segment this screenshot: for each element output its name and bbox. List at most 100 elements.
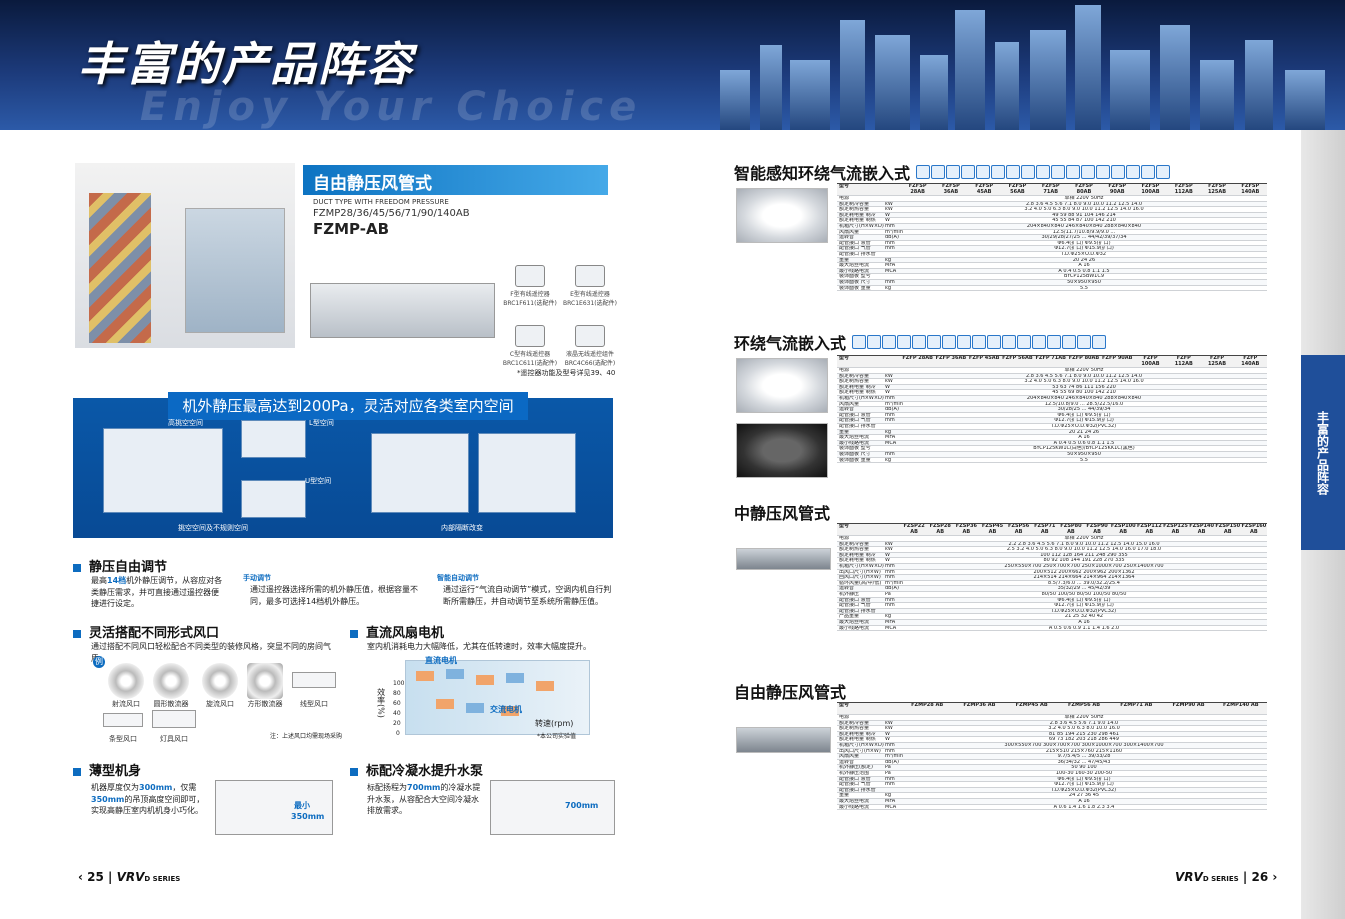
- chart-ytick: 20: [393, 720, 401, 727]
- chart-tile: [501, 706, 519, 716]
- row-values: Φ6.4(扩口) Φ9.5(扩口): [1057, 776, 1111, 782]
- pressure-caption: 挑空空间及不规则空间: [178, 524, 248, 532]
- row-label: 电源: [839, 196, 850, 201]
- model-header-cell: FZMP36 AB: [963, 703, 996, 708]
- row-unit: mm: [885, 742, 895, 748]
- model-header-cell: FZFP 71AB: [1035, 356, 1066, 361]
- banner-subtitle: Enjoy Your Choice: [140, 84, 643, 130]
- row-unit: kg: [885, 285, 892, 291]
- row-label: 额定制冷容量: [839, 201, 870, 207]
- row-label: 机箱尺寸(H×W×D): [839, 395, 884, 401]
- vent-label: 条型风口: [109, 735, 137, 743]
- model-header-cell: FZSP90 AB: [1086, 524, 1108, 535]
- row-values: A 0.4 0.5 0.8 1.1 1.5: [1058, 268, 1110, 274]
- vent-label: 灯具风口: [160, 735, 188, 743]
- product-code: FZMP-AB: [313, 220, 390, 238]
- row-values: A 16: [1078, 798, 1090, 804]
- cassette-unit-image: [736, 188, 828, 243]
- outlets-note: 注：上述风口均需现场采购: [270, 733, 343, 740]
- row-values: 21 25 32 40 42: [1064, 614, 1104, 620]
- section-title: 自由静压风管式: [734, 683, 847, 702]
- row-values: 69 73 182 203 218 286 449: [1049, 737, 1119, 743]
- banner-title: 丰富的产品阵容: [78, 37, 414, 91]
- row-unit: [885, 536, 901, 541]
- model-header-cell: FZSP150 AB: [1215, 524, 1241, 535]
- pressure-panel: 机外静压最高达到200Pa，灵活对应各类室内空间 高挑空空间 L型空间 U型空间…: [73, 392, 613, 538]
- row-label: 最小线路电流: [839, 268, 870, 274]
- model-header-cell: FZSP71 AB: [1034, 524, 1056, 535]
- spec-title: 自由静压风管式: [734, 682, 1269, 702]
- duct-unit-image: [736, 727, 831, 753]
- chart-ytick: 60: [393, 700, 401, 707]
- row-unit: m³/min: [885, 754, 903, 760]
- row-unit: kW: [885, 207, 893, 213]
- row-unit: dB(A): [885, 407, 899, 413]
- row-label: 风扇风量: [839, 229, 860, 235]
- model-header-cell: FZSP36 AB: [955, 524, 977, 535]
- row-values: 5.5: [1080, 457, 1088, 463]
- table-row: 电源单相 220V 50Hz: [837, 715, 1267, 721]
- cassette-unit-white-image: [736, 358, 828, 413]
- row-unit: MCA: [885, 268, 897, 274]
- row-unit: m³/min: [885, 580, 903, 586]
- thin-dim-label: 最小: [294, 801, 310, 810]
- row-values: Φ12.7(扩口) Φ15.9(扩口): [1054, 603, 1114, 609]
- row-values: I.D.Φ25×O.D.Φ32(PVC32): [1051, 608, 1117, 614]
- row-values: 9.7/5.4/5 ... 39/33/28: [1057, 754, 1111, 760]
- controller-wireless: 液晶无线遥控组件 BRC4C66(选配件): [555, 325, 625, 367]
- side-tab: 丰富的产品阵容: [1301, 355, 1345, 550]
- row-unit: Pa: [885, 765, 891, 771]
- chart-tile: [536, 681, 554, 691]
- thin-highlight: 300mm: [139, 783, 173, 792]
- static-highlight: 14档: [107, 576, 127, 585]
- row-label: 机箱尺寸(H×W×D): [839, 223, 884, 229]
- drain-text-part: 标配扬程为: [367, 783, 407, 792]
- section-outlets: 灵活搭配不同形式风口: [73, 622, 219, 641]
- header-label: 型号: [839, 703, 850, 708]
- row-unit: W: [885, 558, 890, 564]
- row-label: 出风口尺寸(H×W): [839, 569, 881, 575]
- section-thin: 薄型机身: [73, 760, 141, 779]
- row-values: Φ6.4(扩口) Φ9.5(扩口): [1057, 240, 1111, 246]
- row-values: 214×514 214×664 214×964 214×1364: [1033, 575, 1135, 581]
- row-label: 装饰面板 尺寸: [839, 451, 871, 457]
- row-values: I.D.Φ25×O.D.Φ32(PVC32): [1051, 423, 1117, 429]
- manual-text: 通过遥控器选择所需的机外静压值，根据容量不同，最多可选择14档机外静压。: [250, 585, 418, 606]
- row-unit: MCA: [885, 440, 897, 446]
- chart-tile: [446, 669, 464, 679]
- header-unit: [885, 703, 901, 714]
- row-values: 49 59 88 91 104 146 214: [1052, 212, 1116, 218]
- row-label: 最小线路电流: [839, 804, 870, 810]
- duct-unit-image: [310, 283, 495, 338]
- row-unit: m³/min: [885, 401, 903, 407]
- row-unit: mm: [885, 412, 895, 418]
- header-unit: [885, 524, 901, 535]
- row-unit: W: [885, 552, 890, 558]
- row-unit: MFA: [885, 263, 896, 269]
- row-values: 8.5/7.3/6.0 ... 39.0/32.2/25.4: [1048, 580, 1120, 586]
- thin-text-part: ，仅需: [172, 783, 197, 792]
- model-header-cell: FZSP28 AB: [929, 524, 951, 535]
- row-label: 配管接口 气管: [839, 603, 871, 609]
- outlets-text: 通过搭配不同风口轻松配合不同类型的装修风格，突显不同的房间气质。: [91, 642, 331, 663]
- row-values: 12.5/11.7/10.8/9.9/9.0 ...: [1052, 229, 1116, 235]
- model-header-cell: FZFSP 112AB: [1174, 184, 1193, 195]
- row-values: 204×840×840 246×840×840 288×840×840: [1026, 395, 1142, 401]
